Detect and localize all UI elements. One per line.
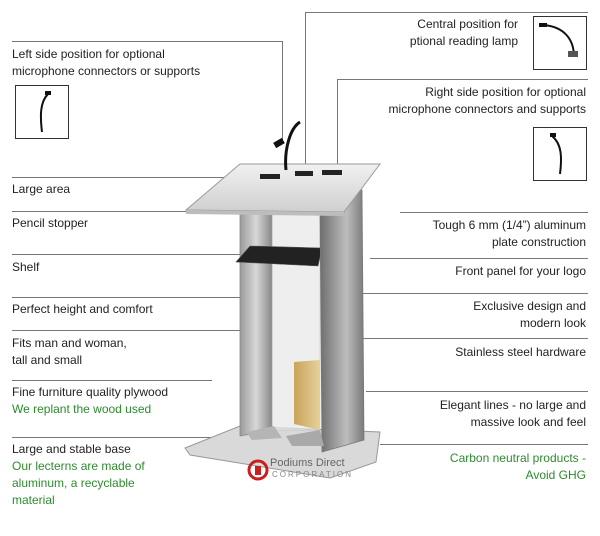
- leader-stainless: [362, 338, 588, 339]
- leader-elegant: [366, 391, 588, 392]
- leader-carbon: [380, 444, 588, 445]
- label-base: Large and stable base Our lecterns are m…: [12, 442, 145, 507]
- label-tough: Tough 6 mm (1/4”) aluminum plate constru…: [432, 218, 586, 249]
- reading-lamp-icon: [539, 23, 578, 58]
- leader-central-drop: [305, 12, 306, 164]
- leader-tough: [400, 212, 588, 213]
- leader-right-side-drop: [337, 79, 338, 167]
- podium-logo-icon: [247, 459, 269, 481]
- right-mic-thumbnail: [533, 127, 587, 181]
- desk-top: [184, 163, 381, 213]
- label-pencil-stopper: Pencil stopper: [12, 216, 89, 230]
- label-elegant: Elegant lines - no large and massive loo…: [439, 398, 586, 429]
- mic-head: [273, 137, 285, 149]
- leader-large-area: [12, 177, 262, 178]
- company-logo: Podiums Direct CORPORATION: [246, 456, 366, 484]
- label-perfect-height: Perfect height and comfort: [12, 302, 153, 316]
- label-fits: Fits man and woman, tall and small: [12, 336, 127, 367]
- label-large-area: Large area: [12, 182, 71, 196]
- label-central: Central position for ptional reading lam…: [409, 17, 518, 48]
- leader-perfect-height: [12, 297, 240, 298]
- plywood-insert: [294, 360, 320, 430]
- center-slot: [295, 171, 313, 176]
- desk-edge: [186, 210, 344, 216]
- leader-plywood: [12, 380, 212, 381]
- left-slot: [260, 174, 280, 179]
- right-panel: [319, 189, 365, 453]
- label-replant: We replant the wood used: [12, 402, 152, 416]
- label-shelf: Shelf: [12, 260, 40, 274]
- leader-pencil: [12, 211, 242, 212]
- logo-name: Podiums Direct: [270, 457, 345, 469]
- leader-central: [305, 12, 588, 13]
- left-panel: [239, 211, 273, 437]
- foot-left: [246, 426, 282, 440]
- left-mic-thumbnail: [15, 85, 69, 139]
- gooseneck-mic: [284, 120, 301, 171]
- leader-left-side-drop: [282, 41, 283, 141]
- label-plywood: Fine furniture quality plywood We replan…: [12, 385, 169, 416]
- label-right-side: Right side position for optional microph…: [388, 85, 586, 116]
- leader-shelf: [12, 254, 252, 255]
- leader-fits: [12, 330, 240, 331]
- leader-left-side: [12, 41, 282, 42]
- logo-sub: CORPORATION: [272, 470, 353, 479]
- label-carbon: Carbon neutral products - Avoid GHG: [449, 451, 586, 482]
- leader-base: [12, 437, 234, 438]
- lamp-thumbnail: [533, 16, 587, 70]
- gooseneck-icon: [550, 133, 562, 175]
- leader-front-panel: [370, 258, 588, 259]
- gooseneck-icon: [39, 91, 51, 133]
- label-front-panel: Front panel for your logo: [455, 264, 586, 278]
- label-stainless: Stainless steel hardware: [455, 345, 586, 359]
- foot-right: [286, 430, 324, 446]
- leader-exclusive: [362, 293, 588, 294]
- right-slot: [322, 170, 342, 175]
- label-exclusive: Exclusive design and modern look: [473, 299, 586, 330]
- leader-right-side: [337, 79, 588, 80]
- label-left-side: Left side position for optional micropho…: [12, 47, 201, 78]
